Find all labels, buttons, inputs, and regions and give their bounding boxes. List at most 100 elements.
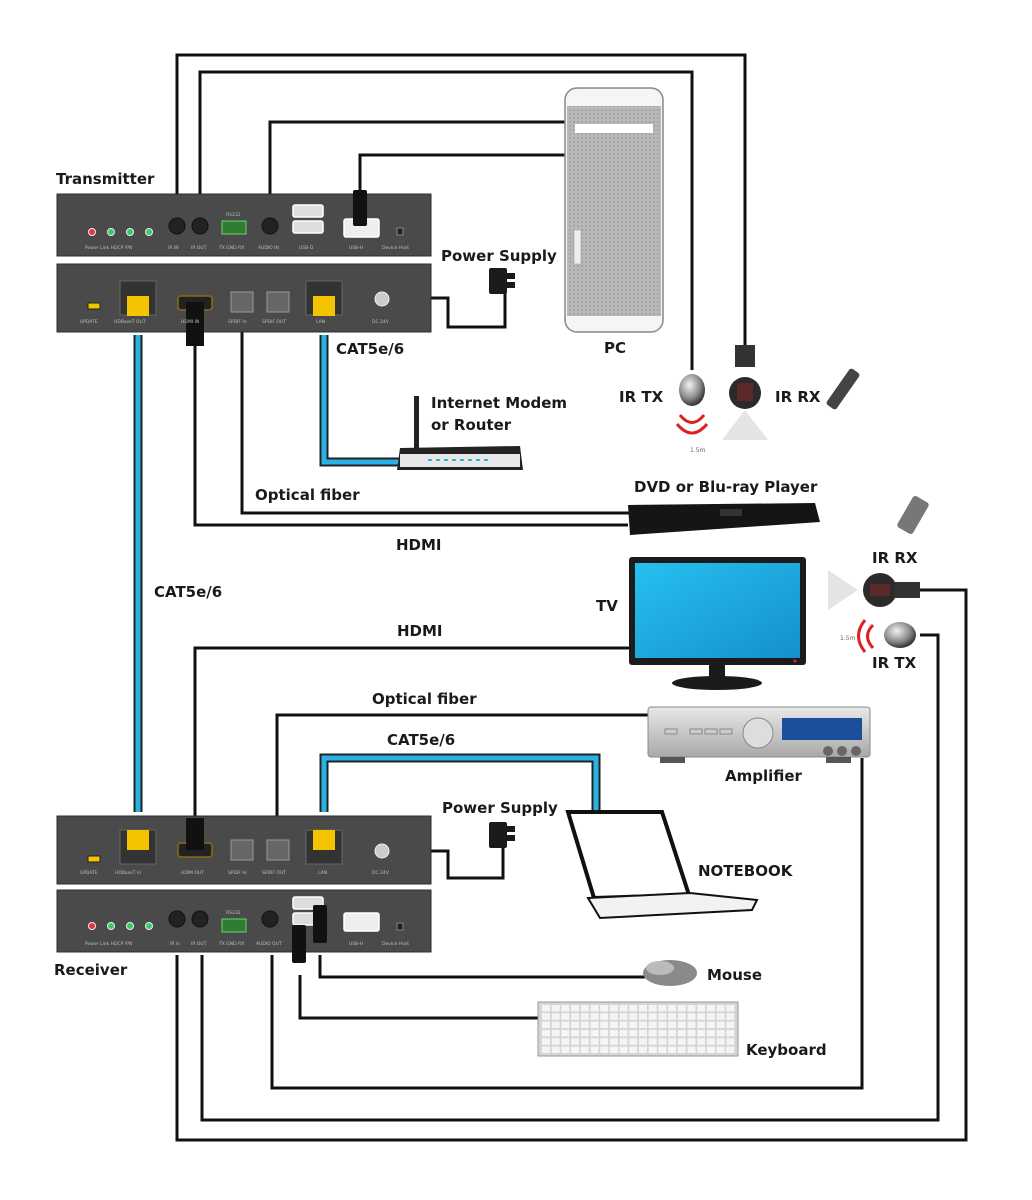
keyboard-key bbox=[697, 1046, 706, 1053]
mouse-label: Mouse bbox=[707, 966, 762, 984]
cable-cat-router-inner bbox=[321, 335, 400, 465]
keyboard-key bbox=[648, 1038, 657, 1045]
keyboard-key bbox=[551, 1005, 560, 1012]
dc-power-port[interactable] bbox=[374, 291, 390, 307]
device-host-switch[interactable] bbox=[396, 922, 404, 931]
amplifier: Amplifier bbox=[647, 706, 871, 785]
ir-tx-right-label: IR TX bbox=[872, 654, 917, 672]
keyboard-key bbox=[551, 1046, 560, 1053]
leds-label: Power Link HDCP P/N bbox=[85, 941, 132, 947]
keyboard-key bbox=[609, 1013, 618, 1020]
keyboard-key bbox=[726, 1046, 735, 1053]
led-power bbox=[88, 228, 96, 236]
rj45-plug bbox=[127, 296, 149, 316]
ir-in-jack[interactable] bbox=[168, 910, 186, 928]
port-label: TX GND RX bbox=[218, 245, 244, 251]
ir-out-jack[interactable] bbox=[191, 217, 209, 235]
led-pn bbox=[145, 922, 153, 930]
cable-label-hdmi-tv: HDMI bbox=[397, 622, 443, 640]
spdif-in-port[interactable] bbox=[230, 839, 254, 861]
port-label: SPDIF In bbox=[228, 319, 247, 325]
device-host-switch[interactable] bbox=[396, 227, 404, 236]
keyboard-key bbox=[716, 1013, 725, 1020]
keyboard-key bbox=[580, 1021, 589, 1029]
keyboard-key bbox=[687, 1046, 696, 1053]
wire-optical-amp bbox=[275, 713, 648, 830]
usb-h-port[interactable] bbox=[343, 912, 380, 932]
keyboard-label: Keyboard bbox=[746, 1041, 827, 1059]
usb-d-port-1[interactable] bbox=[292, 204, 324, 218]
keyboard-key bbox=[571, 1046, 580, 1053]
keyboard-key bbox=[697, 1005, 706, 1012]
keyboard-key bbox=[658, 1013, 667, 1020]
port-label: HDBaseT In bbox=[115, 870, 141, 876]
port-label: LAN bbox=[316, 319, 325, 325]
port-label: UPDATE bbox=[80, 319, 98, 325]
usb-d-port-2[interactable] bbox=[292, 220, 324, 234]
keyboard-key bbox=[687, 1029, 696, 1037]
ir-in-jack[interactable] bbox=[168, 217, 186, 235]
cable-label-cat-main: CAT5e/6 bbox=[154, 583, 222, 601]
keyboard-key bbox=[590, 1021, 599, 1029]
port-label: USB-D bbox=[299, 245, 314, 251]
keyboard-key bbox=[551, 1038, 560, 1045]
keyboard-key bbox=[639, 1013, 647, 1020]
keyboard-key bbox=[551, 1013, 560, 1020]
keyboard-key bbox=[677, 1029, 686, 1037]
keyboard-key bbox=[619, 1038, 628, 1045]
keyboard-key bbox=[687, 1021, 696, 1029]
keyboard-key bbox=[600, 1038, 609, 1045]
keyboard-key bbox=[580, 1029, 589, 1037]
ir-rx-top-label: IR RX bbox=[775, 388, 821, 406]
hdmi-plug bbox=[186, 302, 204, 346]
keyboard-key bbox=[561, 1046, 570, 1053]
keyboard-key bbox=[580, 1013, 589, 1020]
leds-label: Power Link HDCP P/N bbox=[85, 245, 132, 251]
spdif-in-port[interactable] bbox=[230, 291, 254, 313]
keyboard-key bbox=[668, 1021, 677, 1029]
spdif-out-port[interactable] bbox=[266, 291, 290, 313]
keyboard-key bbox=[619, 1021, 628, 1029]
led-link bbox=[107, 228, 115, 236]
keyboard-key bbox=[726, 1038, 735, 1045]
wire-rx-power bbox=[400, 845, 505, 880]
keyboard-key bbox=[726, 1029, 735, 1037]
port-label: USB-H bbox=[349, 941, 363, 947]
keyboard-key bbox=[668, 1029, 677, 1037]
spdif-out-port[interactable] bbox=[266, 839, 290, 861]
ir-top: 1.5m IR TX IR RX bbox=[619, 345, 860, 454]
ir-tx-emitter bbox=[679, 374, 705, 406]
keyboard-key bbox=[590, 1038, 599, 1045]
keyboard-key bbox=[609, 1029, 618, 1037]
keyboard-key bbox=[551, 1021, 560, 1029]
tv: TV bbox=[596, 557, 806, 690]
receiver: UPDATE HDBaseT In HDMI OUT SPDIF In SPDI… bbox=[54, 815, 432, 979]
power-supply-rx: Power Supply bbox=[442, 799, 558, 848]
keyboard-key bbox=[571, 1013, 580, 1020]
cable-label-optical-top: Optical fiber bbox=[255, 486, 360, 504]
usb-plug bbox=[353, 190, 367, 226]
update-port[interactable] bbox=[87, 302, 101, 310]
audio-in-jack[interactable] bbox=[261, 217, 279, 235]
keyboard-key bbox=[706, 1038, 715, 1045]
port-label: RS232 bbox=[226, 212, 241, 218]
port-label: IR in bbox=[170, 941, 180, 947]
power-supply-tx: Power Supply bbox=[441, 247, 557, 294]
keyboard-key bbox=[619, 1046, 628, 1053]
wire-tx-usb bbox=[358, 153, 566, 200]
update-port[interactable] bbox=[87, 855, 101, 863]
dc-power-port[interactable] bbox=[374, 843, 390, 859]
keyboard-key bbox=[716, 1005, 725, 1012]
keyboard-key bbox=[677, 1013, 686, 1020]
power-supply-rx-label: Power Supply bbox=[442, 799, 558, 817]
keyboard-key bbox=[706, 1046, 715, 1053]
keyboard-key bbox=[658, 1029, 667, 1037]
audio-out-jack[interactable] bbox=[261, 910, 279, 928]
rs232-terminal[interactable] bbox=[221, 220, 247, 235]
rs232-terminal[interactable] bbox=[221, 918, 247, 933]
ir-range-label: 1.5m bbox=[690, 447, 706, 454]
ir-out-jack[interactable] bbox=[191, 910, 209, 928]
keyboard-key bbox=[561, 1021, 570, 1029]
remote-control-icon bbox=[897, 496, 929, 534]
